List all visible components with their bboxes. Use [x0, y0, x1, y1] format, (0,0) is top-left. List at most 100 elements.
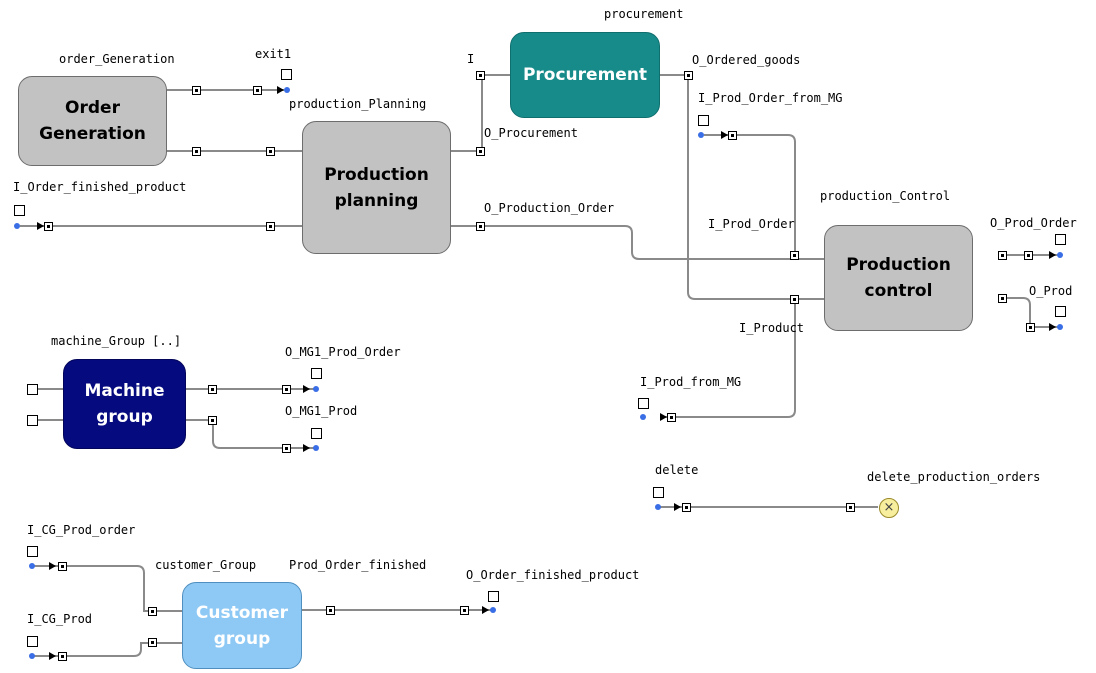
arrow-o-order-finished [482, 606, 489, 614]
machine-group-label: machine_Group [..] [51, 334, 182, 348]
o-procurement-label: O_Procurement [484, 126, 578, 140]
i-order-finished-product-icon[interactable] [14, 205, 25, 216]
machine-group-input1-icon[interactable] [27, 384, 38, 395]
i-cg-prod-order-icon[interactable] [27, 546, 38, 557]
i-cg-prod-dot-icon [29, 653, 35, 659]
order-generation-label: order_Generation [59, 52, 175, 66]
i-cg-prod-port[interactable] [58, 652, 67, 661]
o-procurement-port[interactable] [476, 147, 485, 156]
i-cg-prod-icon[interactable] [27, 636, 38, 647]
production-planning-block[interactable]: Production planning [302, 121, 451, 254]
arrow-i-prod-order-from-mg [721, 131, 728, 139]
line-i-cg-prod-order [32, 565, 182, 612]
o-mg1-prod-icon[interactable] [311, 428, 322, 439]
i-prod-order-port[interactable] [790, 251, 799, 260]
o-mg1-prod-label: O_MG1_Prod [285, 404, 358, 418]
arrow-i-cg-prod-order [49, 562, 56, 570]
i-cg-prod-label: I_CG_Prod [27, 612, 93, 626]
o-mg1-prod-order-icon[interactable] [311, 368, 322, 379]
line-ordered-goods [660, 74, 824, 300]
customer-group-block[interactable]: Customer group [182, 582, 302, 669]
order-generation-block[interactable]: Order Generation [18, 76, 167, 166]
production-planning-port-in1[interactable] [266, 147, 275, 156]
line-prod-order-from-mg [704, 134, 796, 256]
o-prod-icon[interactable] [1055, 306, 1066, 317]
i-cg-prod-order-label: I_CG_Prod_order [27, 523, 136, 537]
i-product-label: I_Product [739, 321, 805, 335]
o-mg1-prod-dot-icon [313, 445, 319, 451]
production-control-port-out1[interactable] [998, 251, 1007, 260]
o-prod-port[interactable] [1026, 323, 1035, 332]
o-mg1-prod-order-dot-icon [313, 386, 319, 392]
arrow-i-cg-prod [49, 652, 56, 660]
arrow-i-order [37, 222, 44, 230]
arrow-o-prod [1049, 323, 1056, 331]
prod-order-finished-label: Prod_Order_finished [289, 558, 427, 572]
i-prod-order-from-mg-dot-icon [698, 132, 704, 138]
production-control-port-out2[interactable] [998, 294, 1007, 303]
i-prod-from-mg-port[interactable] [667, 413, 676, 422]
delete-port[interactable] [682, 503, 691, 512]
production-control-label: production_Control [820, 189, 951, 203]
o-prod-order-dot-icon [1057, 252, 1063, 258]
delete-production-orders-label: delete_production_orders [867, 470, 1041, 484]
i-prod-from-mg-icon[interactable] [638, 398, 649, 409]
o-mg1-prod-order-label: O_MG1_Prod_Order [285, 345, 401, 359]
procurement-input-label: I [467, 52, 475, 66]
exit1-label: exit1 [255, 47, 292, 61]
order-generation-port-out2[interactable] [192, 147, 201, 156]
procurement-port-in[interactable] [476, 71, 485, 80]
customer-group-port-in1[interactable] [148, 607, 157, 616]
machine-group-input2-icon[interactable] [27, 415, 38, 426]
machine-group-port-out2[interactable] [208, 416, 217, 425]
i-prod-order-from-mg-label: I_Prod_Order_from_MG [698, 91, 843, 105]
arrow-o-prod-order [1049, 251, 1056, 259]
delete-icon[interactable] [653, 487, 664, 498]
i-prod-from-mg-dot-icon [640, 414, 646, 420]
procurement-label: procurement [604, 7, 684, 21]
line-control-to-o-prod [1002, 297, 1060, 328]
delete-label: delete [655, 463, 699, 477]
customer-group-port-out[interactable] [326, 606, 335, 615]
sink-icon[interactable]: × [879, 498, 899, 518]
o-prod-order-label: O_Prod_Order [990, 216, 1077, 230]
machine-group-port-out1[interactable] [208, 385, 217, 394]
i-order-finished-product-port[interactable] [44, 222, 53, 231]
procurement-block[interactable]: Procurement [510, 32, 660, 118]
o-prod-dot-icon [1057, 324, 1063, 330]
arrow-i-prod-from-mg [660, 413, 667, 421]
o-ordered-goods-label: O_Ordered_goods [692, 53, 801, 67]
o-ordered-goods-port[interactable] [684, 71, 693, 80]
i-prod-order-from-mg-port[interactable] [728, 131, 737, 140]
o-order-finished-product-port[interactable] [460, 606, 469, 615]
i-prod-order-label: I_Prod_Order [708, 217, 795, 231]
o-mg1-prod-order-port[interactable] [282, 385, 291, 394]
delete-dot-icon [655, 504, 661, 510]
production-control-block[interactable]: Production control [824, 225, 973, 331]
o-production-order-port[interactable] [476, 222, 485, 231]
i-prod-from-mg-label: I_Prod_from_MG [640, 375, 742, 389]
o-order-finished-product-icon[interactable] [488, 591, 499, 602]
exit1-icon[interactable] [281, 69, 292, 80]
o-mg1-prod-port[interactable] [282, 444, 291, 453]
i-cg-prod-order-port[interactable] [58, 562, 67, 571]
order-generation-port-out1[interactable] [192, 86, 201, 95]
line-prod-from-mg [660, 300, 796, 418]
customer-group-port-in2[interactable] [148, 638, 157, 647]
o-prod-order-icon[interactable] [1055, 234, 1066, 245]
exit1-port[interactable] [253, 86, 262, 95]
o-prod-order-port[interactable] [1024, 251, 1033, 260]
production-planning-port-in2[interactable] [266, 222, 275, 231]
machine-group-block[interactable]: Machine group [63, 359, 186, 449]
o-prod-label: O_Prod [1029, 284, 1073, 298]
arrow-delete [674, 503, 681, 511]
arrow-exit1 [277, 86, 284, 94]
delete-production-orders-port[interactable] [846, 503, 855, 512]
i-prod-order-from-mg-icon[interactable] [698, 115, 709, 126]
exit1-dot-icon [284, 87, 290, 93]
line-planning-to-procurement [450, 74, 510, 152]
i-product-port[interactable] [790, 295, 799, 304]
line-production-order [450, 225, 824, 260]
